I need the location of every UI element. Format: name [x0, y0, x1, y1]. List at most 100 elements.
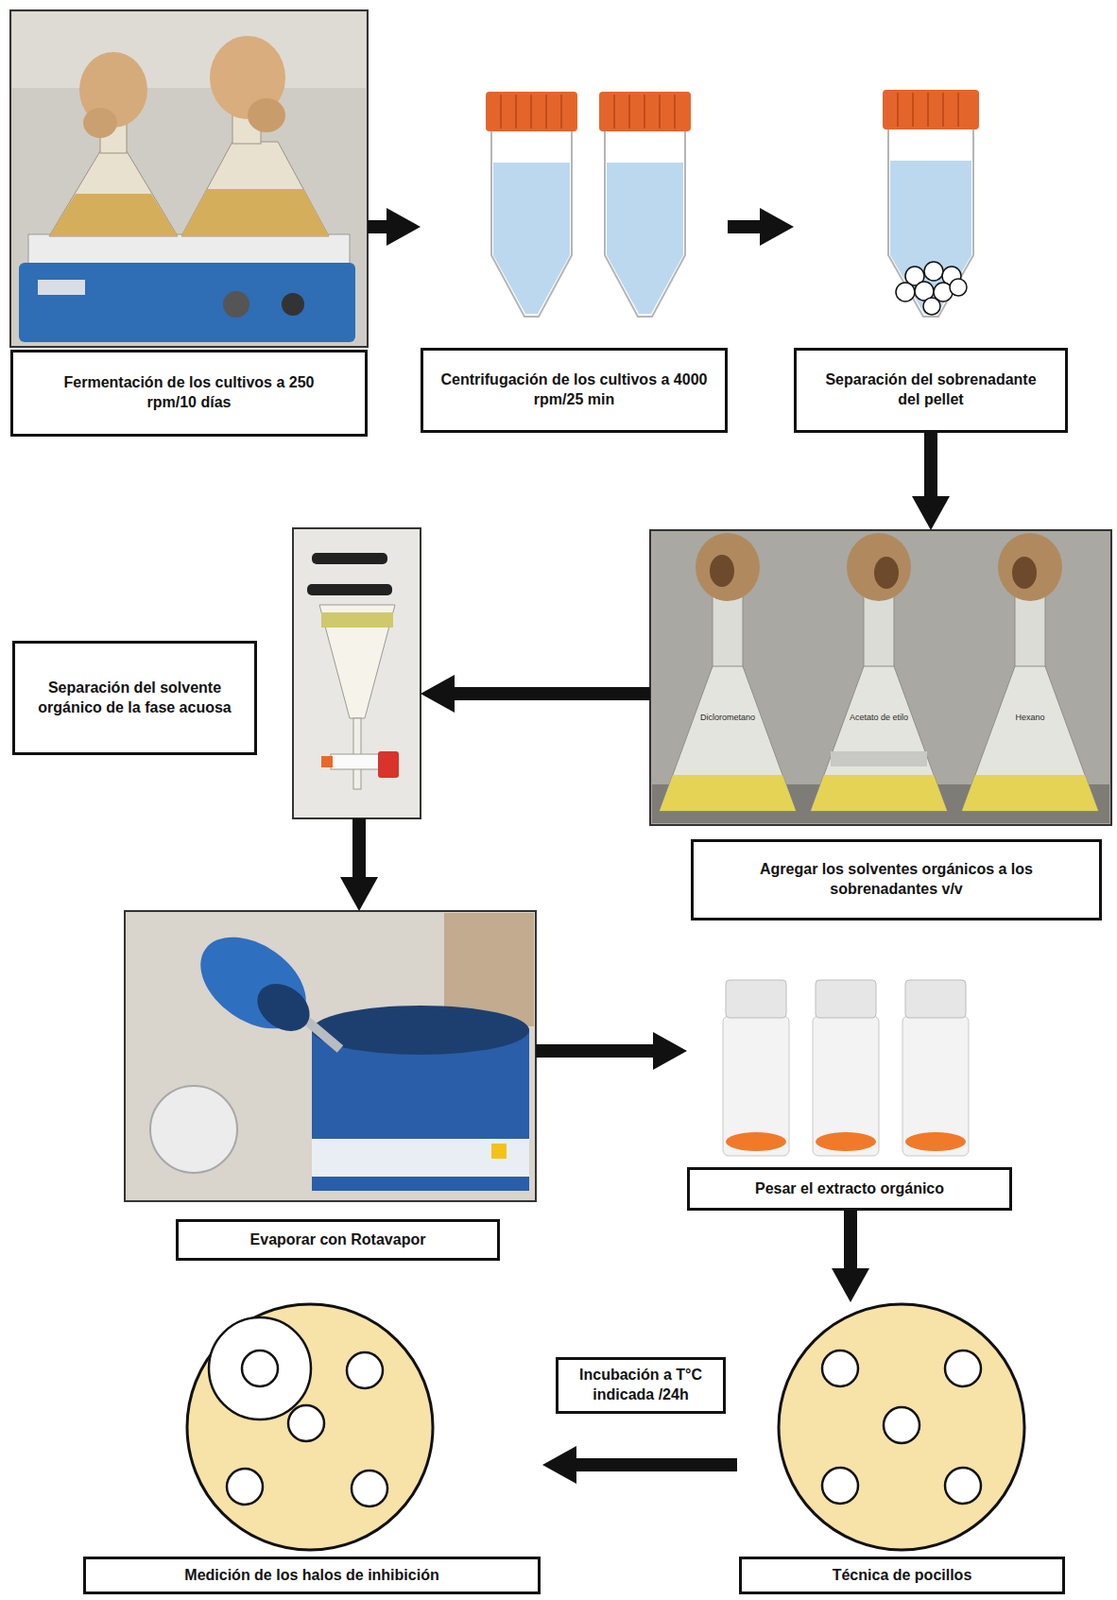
flow-arrow — [727, 220, 766, 234]
petri-dish — [778, 1304, 1025, 1550]
tube-cap — [599, 91, 691, 132]
well — [351, 1470, 388, 1507]
rotavapor-photo — [124, 910, 536, 1202]
petri-dish — [187, 1304, 433, 1550]
flask-glass — [49, 151, 178, 237]
flow-arrow — [352, 818, 366, 883]
well — [822, 1467, 859, 1504]
orange-extract — [815, 1132, 877, 1152]
stopcock-key — [321, 756, 333, 768]
stopcock-cap — [378, 751, 399, 778]
solvent-label: Diclorometano — [670, 712, 785, 723]
process-step: Fermentación de los cultivos a 250 rpm/1… — [10, 10, 368, 437]
photo-background — [124, 910, 536, 1202]
step-label: Agregar los solventes orgánicos a los so… — [690, 839, 1102, 921]
tube-body — [888, 127, 974, 317]
edge-label: Incubación a T°C indicada /24h — [555, 1357, 726, 1414]
pellet-particle — [895, 282, 915, 302]
tube-cap — [485, 91, 578, 132]
inhibition-halo — [208, 1317, 311, 1420]
foam-stopper — [247, 98, 286, 133]
solvent-label: Hexano — [973, 712, 1087, 723]
solvent-label: Acetato de etilo — [822, 712, 936, 723]
clamp — [307, 584, 393, 596]
process-step: Agregar los solventes orgánicos a los so… — [650, 530, 1112, 921]
wells — [822, 1350, 981, 1504]
stopcock — [330, 754, 380, 770]
vial-cap — [905, 979, 966, 1018]
cap-ridges — [614, 94, 675, 129]
flow-arrow — [367, 220, 393, 234]
vial-body — [722, 1015, 790, 1156]
tube-liquid — [890, 160, 972, 314]
erlenmeyer-flask — [810, 532, 947, 811]
vial-cap — [815, 979, 877, 1018]
flask-liquid — [181, 189, 329, 237]
step-label: Separación del solvente orgánico de la f… — [12, 640, 258, 756]
flow-arrow — [448, 687, 651, 701]
warning-sign — [491, 1143, 507, 1159]
vial-body — [902, 1015, 969, 1156]
organic-layer — [321, 612, 394, 628]
flask-glass — [659, 666, 796, 811]
vial-body — [812, 1015, 879, 1156]
photo-background — [650, 530, 1112, 825]
well — [226, 1468, 263, 1505]
funnel-body — [319, 604, 396, 719]
process-step: Técnica de pocillos — [737, 1302, 1069, 1595]
wells — [226, 1350, 388, 1507]
flask-glass — [810, 666, 947, 811]
tube-liquid — [493, 162, 570, 314]
flow-arrow — [843, 1210, 858, 1274]
stopper — [846, 532, 911, 602]
solvent-flasks-photo — [650, 530, 1112, 825]
photo-background — [292, 528, 421, 819]
well — [945, 1350, 981, 1387]
step-label: Técnica de pocillos — [738, 1556, 1066, 1595]
step-label: Separación del sobrenadante del pellet — [793, 347, 1068, 433]
pellet — [895, 261, 967, 315]
stopper — [695, 532, 760, 602]
pellet-particle — [949, 278, 967, 296]
tube-body — [604, 129, 686, 317]
well — [822, 1350, 859, 1387]
step-label: Pesar el extracto orgánico — [687, 1167, 1013, 1211]
step-label: Centrifugación de los cultivos a 4000 rp… — [420, 347, 728, 433]
motor-ring — [248, 974, 319, 1041]
separatory-funnel-photo — [292, 528, 421, 819]
flask-glass — [962, 666, 1099, 811]
cap-ridges — [500, 94, 562, 129]
step-label: Evaporar con Rotavapor — [175, 1219, 500, 1261]
flask-band — [830, 751, 928, 767]
extract-vials — [722, 979, 969, 1156]
erlenmeyer-flask — [659, 532, 796, 811]
flask-liquid — [659, 774, 796, 811]
photo-background — [10, 10, 368, 347]
shaker-base — [18, 262, 356, 343]
flask-liquid — [962, 774, 1099, 811]
shaker-plate — [37, 279, 86, 295]
pellet-tube — [882, 89, 980, 317]
flask-liquid — [810, 774, 947, 811]
stopper-shade — [1012, 556, 1037, 589]
water-bath-top — [311, 1005, 530, 1055]
well — [346, 1352, 383, 1389]
process-step: Separación del sobrenadante del pellet — [793, 89, 1068, 433]
step-label: Fermentación de los cultivos a 250 rpm/1… — [10, 349, 368, 437]
process-step: Medición de los halos de inhibición — [81, 1302, 543, 1595]
pellet-particle — [923, 297, 941, 315]
stopper-shade — [874, 556, 899, 589]
well — [288, 1405, 325, 1442]
flow-arrow — [535, 1044, 659, 1058]
clamp — [311, 552, 388, 565]
well — [945, 1467, 981, 1504]
shaker-knob — [281, 292, 305, 316]
orange-extract — [725, 1132, 787, 1152]
bath-band — [311, 1138, 530, 1177]
stopper — [997, 532, 1063, 602]
flask-glass — [181, 141, 329, 237]
orange-extract — [905, 1132, 966, 1152]
cap-ridges — [897, 92, 959, 127]
shaker-photo — [10, 10, 368, 347]
